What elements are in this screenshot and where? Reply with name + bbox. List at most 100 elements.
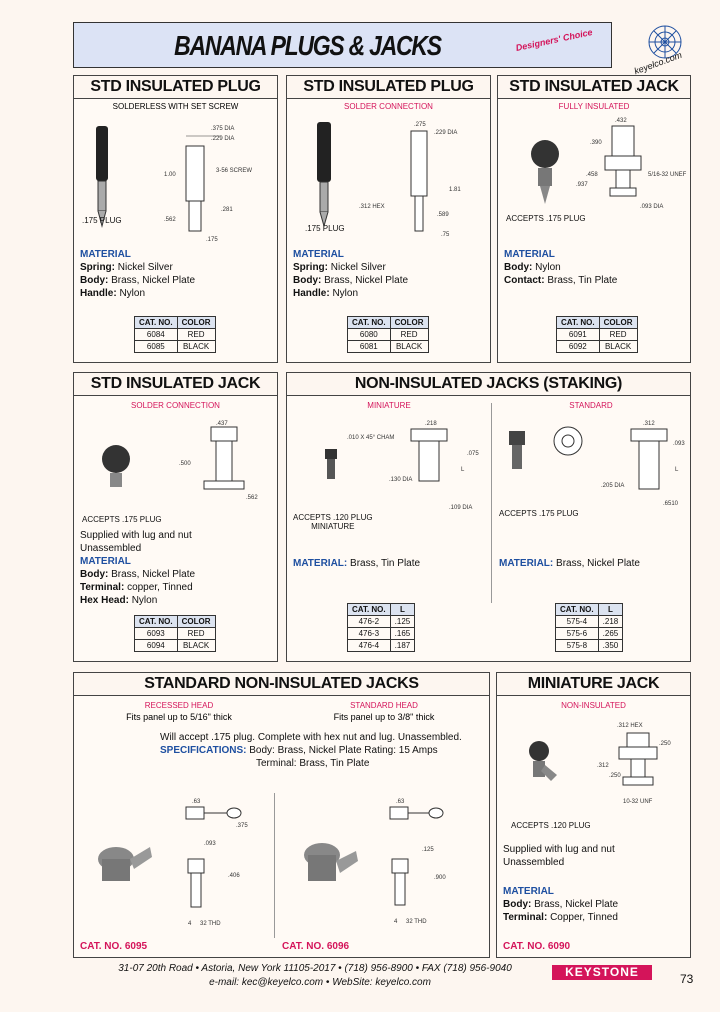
panel-title: NON-INSULATED JACKS (STAKING) xyxy=(287,373,690,396)
panel-title: STD INSULATED JACK xyxy=(498,76,690,99)
dim-2: .125 xyxy=(422,847,434,853)
panel-subtitle: SOLDER CONNECTION xyxy=(131,401,220,410)
material-heading: MATERIAL: xyxy=(499,558,554,569)
dim-3: L xyxy=(675,467,679,473)
dim-6: .562 xyxy=(164,217,176,223)
dim-2: .390 xyxy=(590,140,602,146)
dim-5: 4 xyxy=(188,921,192,927)
dim-1: .432 xyxy=(615,118,627,124)
plug-caption: .175 PLUG xyxy=(305,224,345,233)
material-value: copper, Tinned xyxy=(127,582,193,593)
mini-material: MATERIAL: Brass, Tin Plate xyxy=(293,557,420,570)
material-value: Nylon xyxy=(119,288,146,299)
spec-heading: SPECIFICATIONS: xyxy=(160,745,247,756)
material-label: Handle: xyxy=(293,288,330,299)
cell: .218 xyxy=(597,615,624,628)
note-line: Supplied with lug and nut xyxy=(503,844,615,855)
panel-title: STD INSULATED JACK xyxy=(74,373,277,396)
cell: BLACK xyxy=(598,340,638,353)
cell: .350 xyxy=(597,639,624,652)
dim-6: 32 THD xyxy=(200,921,221,927)
dim-3: 1.00 xyxy=(164,172,176,178)
material-value: Nickel Silver xyxy=(330,262,386,273)
material-block: MATERIAL Body: Brass, Nickel Plate Termi… xyxy=(503,885,618,924)
recessed-head-drawing: .63 .375 .093 .406 4 32 THD xyxy=(98,799,248,927)
cell: BLACK xyxy=(389,340,429,353)
cell: BLACK xyxy=(176,340,216,353)
dim-7: .175 xyxy=(206,237,218,243)
web-logo-icon xyxy=(648,25,682,59)
dim-3: .458 xyxy=(586,172,598,178)
dim-6: .093 DIA xyxy=(640,204,663,210)
col-header: CAT. NO. xyxy=(556,316,600,329)
dim-4: 3-56 SCREW xyxy=(216,168,252,174)
cell: RED xyxy=(598,328,638,341)
caption-line: MINIATURE xyxy=(311,522,355,531)
material-label: Body: xyxy=(80,569,109,580)
table-row: 476-4.187 xyxy=(347,639,416,652)
dim-3: .562 xyxy=(246,495,258,501)
panel-subtitle: SOLDERLESS WITH SET SCREW xyxy=(112,102,239,111)
table-row: 575-8.350 xyxy=(555,639,624,652)
jack-solder-drawing: .437 .500 .562 xyxy=(102,421,258,501)
dim-4: .406 xyxy=(228,873,240,879)
panel-jack-solder: STD INSULATED JACK SOLDER CONNECTION .43… xyxy=(73,372,278,662)
page-title: BANANA PLUGS & JACKS xyxy=(174,30,442,61)
plug-screw-drawing: .375 DIA .229 DIA 1.00 3-56 SCREW .281 .… xyxy=(96,126,252,243)
table-row: 575-4.218 xyxy=(555,615,624,628)
dim-5: .589 xyxy=(437,212,449,218)
material-label: Contact: xyxy=(504,275,545,286)
jack-caption: ACCEPTS .175 PLUG xyxy=(506,214,586,223)
material-value: Nylon xyxy=(332,288,359,299)
cell: BLACK xyxy=(176,639,216,652)
dim-4: .312 HEX xyxy=(359,204,385,210)
col-header: COLOR xyxy=(176,615,216,628)
material-value: Brass, Nickel Plate xyxy=(324,275,409,286)
designers-choice-badge: Designers' Choice xyxy=(514,26,594,54)
cell: 6081 xyxy=(347,340,391,353)
cell: .265 xyxy=(597,627,624,640)
cell: 6093 xyxy=(134,627,178,640)
material-block: MATERIAL Body: Nylon Contact: Brass, Tin… xyxy=(504,248,617,287)
mini-caption: ACCEPTS .120 PLUG MINIATURE xyxy=(293,513,373,531)
dim-3: .093 xyxy=(204,841,216,847)
dim-4: .250 xyxy=(609,773,621,779)
cell: RED xyxy=(176,627,216,640)
material-label: Hex Head: xyxy=(80,595,129,606)
left-subtitle: RECESSED HEAD xyxy=(144,701,214,710)
material-value: Copper, Tinned xyxy=(550,912,618,923)
title-banner: BANANA PLUGS & JACKS Designers' Choice xyxy=(73,22,612,68)
dim-1: .275 xyxy=(414,122,426,128)
dim-2: .375 xyxy=(236,823,248,829)
dim-3: .075 xyxy=(467,451,479,457)
right-note: Fits panel up to 3/8" thick xyxy=(333,712,435,722)
material-label: Body: xyxy=(503,899,532,910)
staking-divider xyxy=(491,403,492,603)
material-heading: MATERIAL xyxy=(80,249,131,260)
miniature-jack-drawing: .312 HEX .250 .312 .250 10-32 UNF xyxy=(529,723,671,805)
material-value: Brass, Nickel Plate xyxy=(111,569,196,580)
panel-subtitle: SOLDER CONNECTION xyxy=(344,102,433,111)
material-label: Terminal: xyxy=(80,582,125,593)
col-header: CAT. NO. xyxy=(347,316,391,329)
dim-4: 4 xyxy=(394,919,398,925)
dim-3: 1.81 xyxy=(449,187,461,193)
col-header: CAT. NO. xyxy=(134,316,178,329)
material-heading: MATERIAL xyxy=(80,556,131,567)
panel-subtitle: FULLY INSULATED xyxy=(558,102,630,111)
col-header: L xyxy=(389,603,416,616)
panel-title: STD INSULATED PLUG xyxy=(74,76,277,99)
dim-3: .312 xyxy=(597,763,609,769)
material-label: Handle: xyxy=(80,288,117,299)
mini-catalog-table: CAT. NO.L 476-2.125 476-3.165 476-4.187 xyxy=(347,603,416,652)
material-value: Brass, Nickel Plate xyxy=(534,899,619,910)
footer-contact: e-mail: kec@keyelco.com • WebSite: keyel… xyxy=(209,977,431,988)
dim-4: .205 DIA xyxy=(601,483,624,489)
dim-1: .63 xyxy=(192,799,201,805)
material-label: Body: xyxy=(80,275,109,286)
